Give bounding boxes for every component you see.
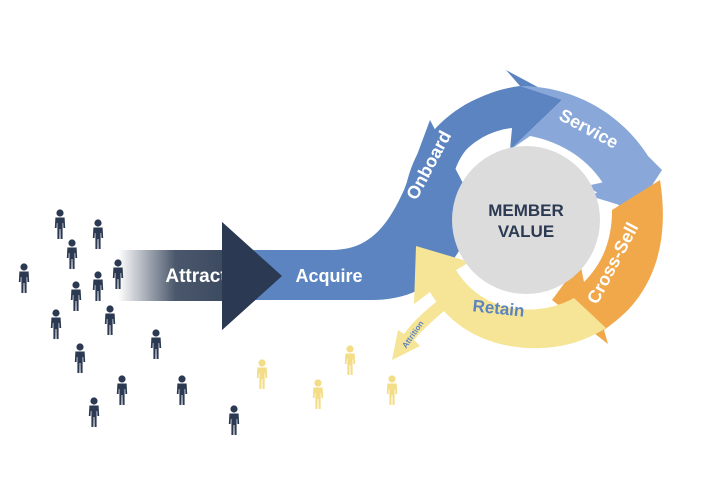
person-icon [344, 345, 356, 375]
person-icon [150, 329, 162, 359]
prospects-group [18, 209, 240, 435]
retain-segment [414, 246, 606, 349]
attrited-members-group [256, 345, 398, 409]
attrition-arrow [392, 296, 452, 360]
onboard-segment [402, 70, 562, 235]
person-icon [256, 359, 268, 389]
member-value-center [452, 146, 600, 294]
acquire-label: Acquire [295, 266, 362, 286]
person-icon [92, 271, 104, 301]
service-arrowhead [586, 170, 660, 214]
person-icon [50, 309, 62, 339]
person-icon [18, 263, 30, 293]
person-icon [176, 375, 188, 405]
person-icon [88, 397, 100, 427]
person-icon [116, 375, 128, 405]
person-icon [74, 343, 86, 373]
center-title-line1: MEMBER [488, 201, 564, 220]
person-icon [54, 209, 66, 239]
person-icon [70, 281, 82, 311]
person-icon [386, 375, 398, 405]
person-icon [228, 405, 240, 435]
person-icon [92, 219, 104, 249]
acquire-arrowhead [222, 222, 282, 330]
center-title-line2: VALUE [498, 222, 554, 241]
attract-label: Attract [165, 266, 227, 287]
person-icon [66, 239, 78, 269]
person-icon [312, 379, 324, 409]
cross-sell-segment [552, 180, 663, 344]
person-icon [104, 305, 116, 335]
